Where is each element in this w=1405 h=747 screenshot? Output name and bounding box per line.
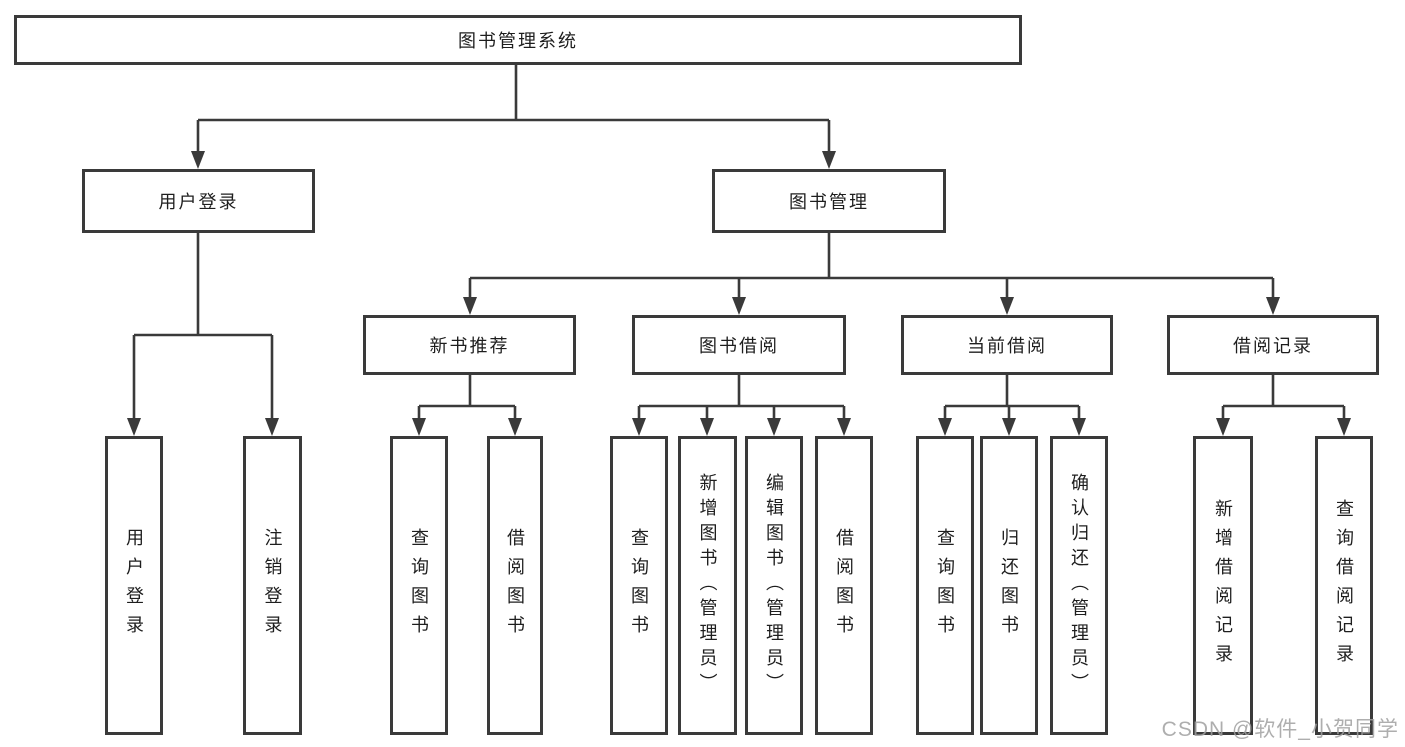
node-new-book-recommendation: 新书推荐: [363, 315, 576, 375]
leaf-cb-confirm-return-admin-label: 确认归还（管理员）: [1069, 473, 1089, 698]
leaf-bb-edit-books-admin: 编辑图书（管理员）: [745, 436, 803, 735]
leaf-br-query-record-label: 查询借阅记录: [1334, 498, 1354, 673]
leaf-nbr-query-books: 查询图书: [390, 436, 448, 735]
leaf-bb-edit-books-admin-label: 编辑图书（管理员）: [764, 473, 784, 698]
leaf-br-add-record-label: 新增借阅记录: [1213, 498, 1233, 673]
node-book-borrowing-label: 图书借阅: [699, 336, 779, 356]
leaf-logout-label: 注销登录: [262, 527, 283, 644]
leaf-bb-add-books-admin-label: 新增图书（管理员）: [697, 473, 718, 698]
node-current-borrowing-label: 当前借阅: [967, 336, 1047, 356]
leaf-nbr-borrow-books: 借阅图书: [487, 436, 543, 735]
leaf-cb-return-books: 归还图书: [980, 436, 1038, 735]
node-root: 图书管理系统: [14, 15, 1022, 65]
node-borrowing-records-label: 借阅记录: [1233, 336, 1313, 356]
node-root-label: 图书管理系统: [458, 31, 578, 51]
leaf-user-login-label: 用户登录: [124, 527, 144, 644]
leaf-user-login: 用户登录: [105, 436, 163, 735]
node-user-login: 用户登录: [82, 169, 315, 233]
node-current-borrowing: 当前借阅: [901, 315, 1113, 375]
leaf-cb-query-books-label: 查询图书: [935, 527, 955, 644]
node-new-book-recommendation-label: 新书推荐: [429, 336, 510, 356]
node-book-borrowing: 图书借阅: [632, 315, 846, 375]
node-book-management-label: 图书管理: [789, 192, 869, 212]
node-user-login-label: 用户登录: [158, 192, 239, 212]
node-borrowing-records: 借阅记录: [1167, 315, 1379, 375]
leaf-bb-borrow-books: 借阅图书: [815, 436, 873, 735]
csdn-watermark: CSDN @软件_小贺同学: [1161, 718, 1399, 741]
leaf-logout: 注销登录: [243, 436, 302, 735]
leaf-br-query-record: 查询借阅记录: [1315, 436, 1373, 735]
leaf-bb-borrow-books-label: 借阅图书: [834, 527, 854, 644]
leaf-cb-confirm-return-admin: 确认归还（管理员）: [1050, 436, 1108, 735]
leaf-bb-add-books-admin: 新增图书（管理员）: [678, 436, 737, 735]
leaf-nbr-borrow-books-label: 借阅图书: [505, 527, 525, 644]
leaf-cb-query-books: 查询图书: [916, 436, 974, 735]
node-book-management: 图书管理: [712, 169, 946, 233]
leaf-bb-query-books: 查询图书: [610, 436, 668, 735]
leaf-cb-return-books-label: 归还图书: [999, 527, 1019, 644]
leaf-br-add-record: 新增借阅记录: [1193, 436, 1253, 735]
leaf-bb-query-books-label: 查询图书: [629, 527, 649, 644]
leaf-nbr-query-books-label: 查询图书: [409, 527, 429, 644]
